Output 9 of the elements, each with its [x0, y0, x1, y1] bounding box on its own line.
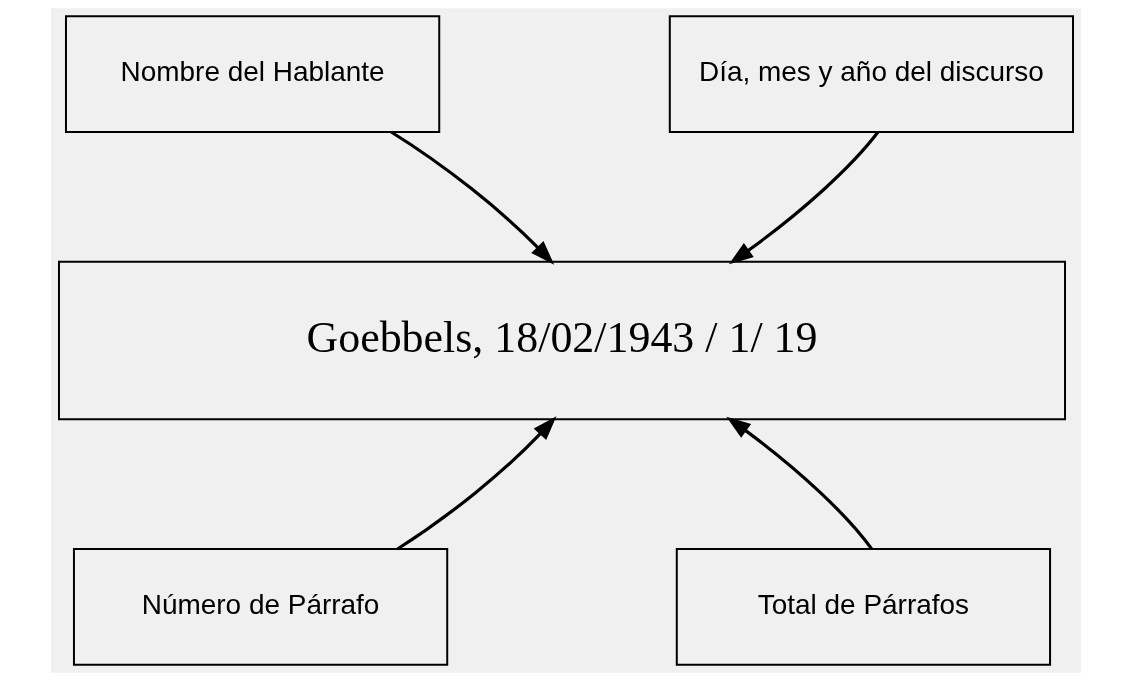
arrow — [396, 416, 557, 551]
node-box: Goebbels, 18/02/1943 / 1/ 19 — [58, 260, 1067, 421]
node-box: Nombre del Hablante — [64, 15, 441, 133]
arrow — [728, 131, 880, 265]
node-box: Total de Párrafos — [675, 548, 1052, 666]
node-box: Número de Párrafo — [72, 548, 449, 666]
arrow — [726, 416, 873, 550]
node-box: Día, mes y año del discurso — [668, 15, 1074, 133]
arrow — [390, 130, 555, 265]
